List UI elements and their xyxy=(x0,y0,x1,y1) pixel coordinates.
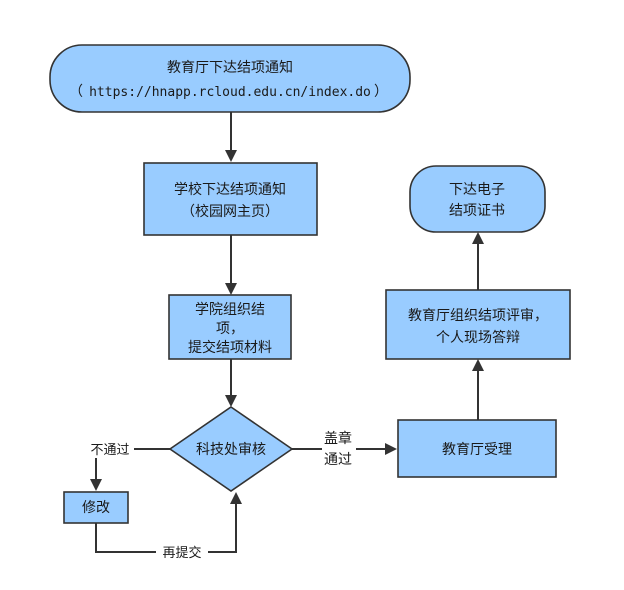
node-certificate-line1: 下达电子 xyxy=(449,182,505,198)
node-certificate: 下达电子 结项证书 xyxy=(409,165,546,233)
node-notice-close-paren: ） xyxy=(374,84,388,100)
label-bg xyxy=(322,436,356,468)
arrowhead xyxy=(225,150,237,162)
node-accept: 教育厅受理 xyxy=(397,419,557,478)
terminal-shape xyxy=(409,165,546,233)
node-accept-label: 教育厅受理 xyxy=(442,442,512,458)
process-shape xyxy=(397,419,557,478)
node-notice-open-paren: （ xyxy=(69,84,83,100)
node-college: 学院组织结 项， 提交结项材料 xyxy=(168,294,292,360)
node-notice-url: https://hnapp.rcloud.edu.cn/index.do xyxy=(89,85,371,100)
node-college-line3: 提交结项材料 xyxy=(188,339,272,356)
node-review: 科技处审核 xyxy=(168,406,294,492)
node-certificate-line2: 结项证书 xyxy=(449,203,505,219)
node-revise: 修改 xyxy=(63,491,129,524)
arrowhead xyxy=(225,283,237,295)
node-evaluate-line1: 教育厅组织结项评审， xyxy=(408,308,548,324)
process-shape xyxy=(168,294,292,360)
arrowhead xyxy=(225,395,237,407)
edge-label-pass-line2: 通过 xyxy=(324,452,352,468)
label-bg xyxy=(156,543,208,561)
node-notice: 教育厅下达结项通知 （ https://hnapp.rcloud.edu.cn/… xyxy=(49,44,411,113)
decision-shape xyxy=(168,406,294,492)
edge-label-resubmit: 再提交 xyxy=(162,545,201,561)
label-bg xyxy=(84,440,134,458)
process-shape xyxy=(143,162,318,236)
node-evaluate: 教育厅组织结项评审， 个人现场答辩 xyxy=(385,289,571,360)
node-revise-label: 修改 xyxy=(82,500,110,516)
arrowhead xyxy=(230,492,242,504)
node-evaluate-line2: 个人现场答辩 xyxy=(436,329,520,346)
node-school-line1: 学校下达结项通知 xyxy=(174,181,286,198)
process-shape xyxy=(63,491,129,524)
edge-label-fail: 不通过 xyxy=(90,443,129,458)
edge-label-pass-line1: 盖章 xyxy=(324,430,352,447)
node-college-line1: 学院组织结 xyxy=(195,302,265,318)
arrowhead xyxy=(472,232,484,244)
node-school-line2: （校园网主页） xyxy=(181,203,279,220)
node-school: 学校下达结项通知 （校园网主页） xyxy=(143,162,318,236)
node-notice-title: 教育厅下达结项通知 xyxy=(167,59,293,76)
arrowhead xyxy=(472,359,484,371)
node-college-line2: 项， xyxy=(216,321,244,337)
arrowhead xyxy=(90,479,102,491)
terminal-shape xyxy=(49,44,411,113)
arrowhead xyxy=(385,443,397,455)
process-shape xyxy=(385,289,571,360)
node-review-label: 科技处审核 xyxy=(196,442,266,458)
